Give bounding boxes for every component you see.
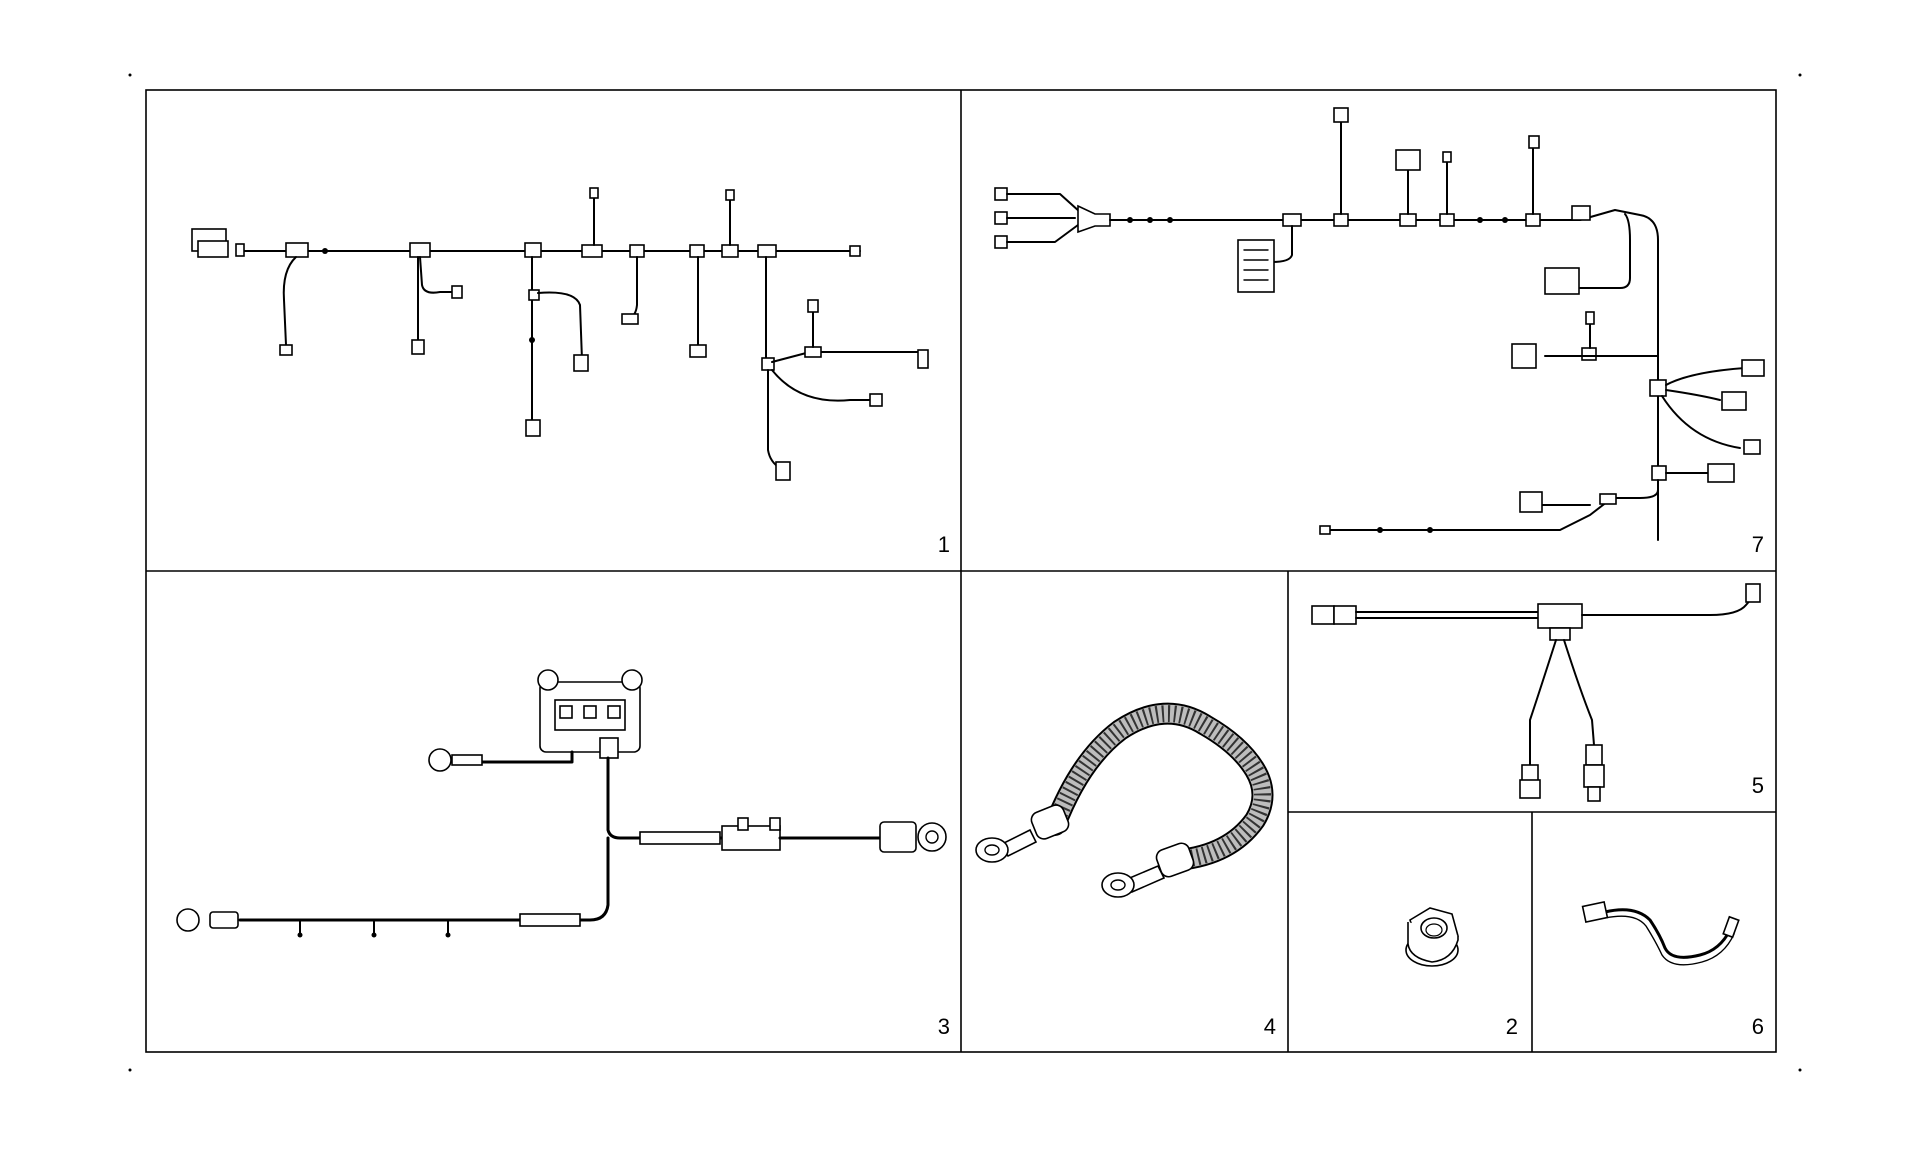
harness-5-drawing <box>1311 583 1761 802</box>
ref-number-1: 1 <box>938 532 950 557</box>
flange-nut-2-drawing <box>1405 907 1459 967</box>
ref-number-4: 4 <box>1264 1014 1276 1039</box>
ground-strap-4-drawing <box>975 702 1274 898</box>
connector-lead-6-drawing <box>1581 900 1740 966</box>
harness-1-drawing <box>191 187 929 481</box>
registration-marks <box>128 73 1802 1072</box>
ref-number-6: 6 <box>1752 1014 1764 1039</box>
harness-7-drawing <box>994 107 1765 541</box>
panel-frames <box>145 89 1777 1053</box>
ref-number-7: 7 <box>1752 532 1764 557</box>
ref-number-2: 2 <box>1506 1014 1518 1039</box>
ref-number-5: 5 <box>1752 773 1764 798</box>
harness-3-drawing <box>176 669 947 938</box>
ref-number-3: 3 <box>938 1014 950 1039</box>
